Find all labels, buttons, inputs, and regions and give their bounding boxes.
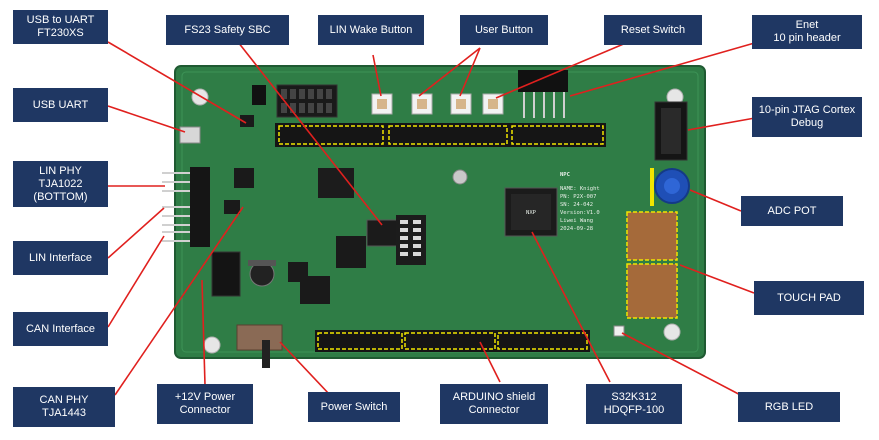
label-power-connector: +12V Power Connector: [157, 384, 253, 424]
label-usb-to-uart: USB to UART FT230XS: [13, 10, 108, 44]
mounting-hole: [191, 88, 209, 106]
label-enet: Enet 10 pin header: [752, 15, 862, 49]
touch-pad-2: [626, 263, 678, 319]
label-fs23-safety-sbc: FS23 Safety SBC: [166, 15, 289, 45]
arduino-header: [315, 330, 590, 352]
silkscreen-info: NPC NAME: Knight PN: P2X-007 SN: 24-042 …: [560, 172, 600, 232]
enet-header: [518, 70, 568, 92]
power-connector-part: [211, 251, 241, 297]
board-author: Liwei Wang: [560, 218, 593, 224]
touch-pad-1: [626, 211, 678, 261]
leader-lines: [107, 31, 766, 401]
label-lin-interface: LIN Interface: [13, 241, 108, 275]
svg-text:NXP: NXP: [526, 210, 537, 216]
board-version: Version:V1.0: [560, 210, 600, 216]
label-usb-uart: USB UART: [13, 88, 108, 122]
top-header-highlight: [278, 125, 604, 145]
usb-connector: [179, 126, 201, 144]
label-power-switch: Power Switch: [308, 392, 400, 422]
rgb-led-part: [613, 325, 625, 337]
board-date: 2024-09-28: [560, 226, 593, 232]
label-arduino-connector: ARDUINO shield Connector: [440, 384, 548, 424]
label-lin-phy: LIN PHY TJA1022 (BOTTOM): [13, 161, 108, 207]
screw: [452, 169, 468, 185]
label-jtag: 10-pin JTAG Cortex Debug: [752, 97, 862, 137]
label-adc-pot: ADC POT: [741, 196, 843, 226]
label-rgb-led: RGB LED: [738, 392, 840, 422]
label-user-button: User Button: [460, 15, 548, 45]
label-touch-pad: TOUCH PAD: [754, 281, 864, 315]
label-reset-switch: Reset Switch: [604, 15, 702, 45]
board-logo: NPC: [560, 172, 570, 178]
board-name: NAME: Knight: [560, 186, 600, 192]
lin-can-headers: [162, 172, 195, 242]
power-switch-part: [236, 324, 283, 351]
label-lin-wake-button: LIN Wake Button: [318, 15, 424, 45]
top-header-left: [275, 123, 606, 147]
board-sn: SN: 24-042: [560, 202, 593, 208]
label-can-interface: CAN Interface: [13, 312, 108, 346]
mounting-hole: [203, 336, 221, 354]
jumper: [252, 85, 266, 105]
mounting-hole: [663, 323, 681, 341]
board-pn: PN: P2X-007: [560, 194, 596, 200]
label-can-phy: CAN PHY TJA1443: [13, 387, 115, 427]
label-mcu: S32K312 HDQFP-100: [586, 384, 682, 424]
pcb-board: [174, 65, 706, 359]
